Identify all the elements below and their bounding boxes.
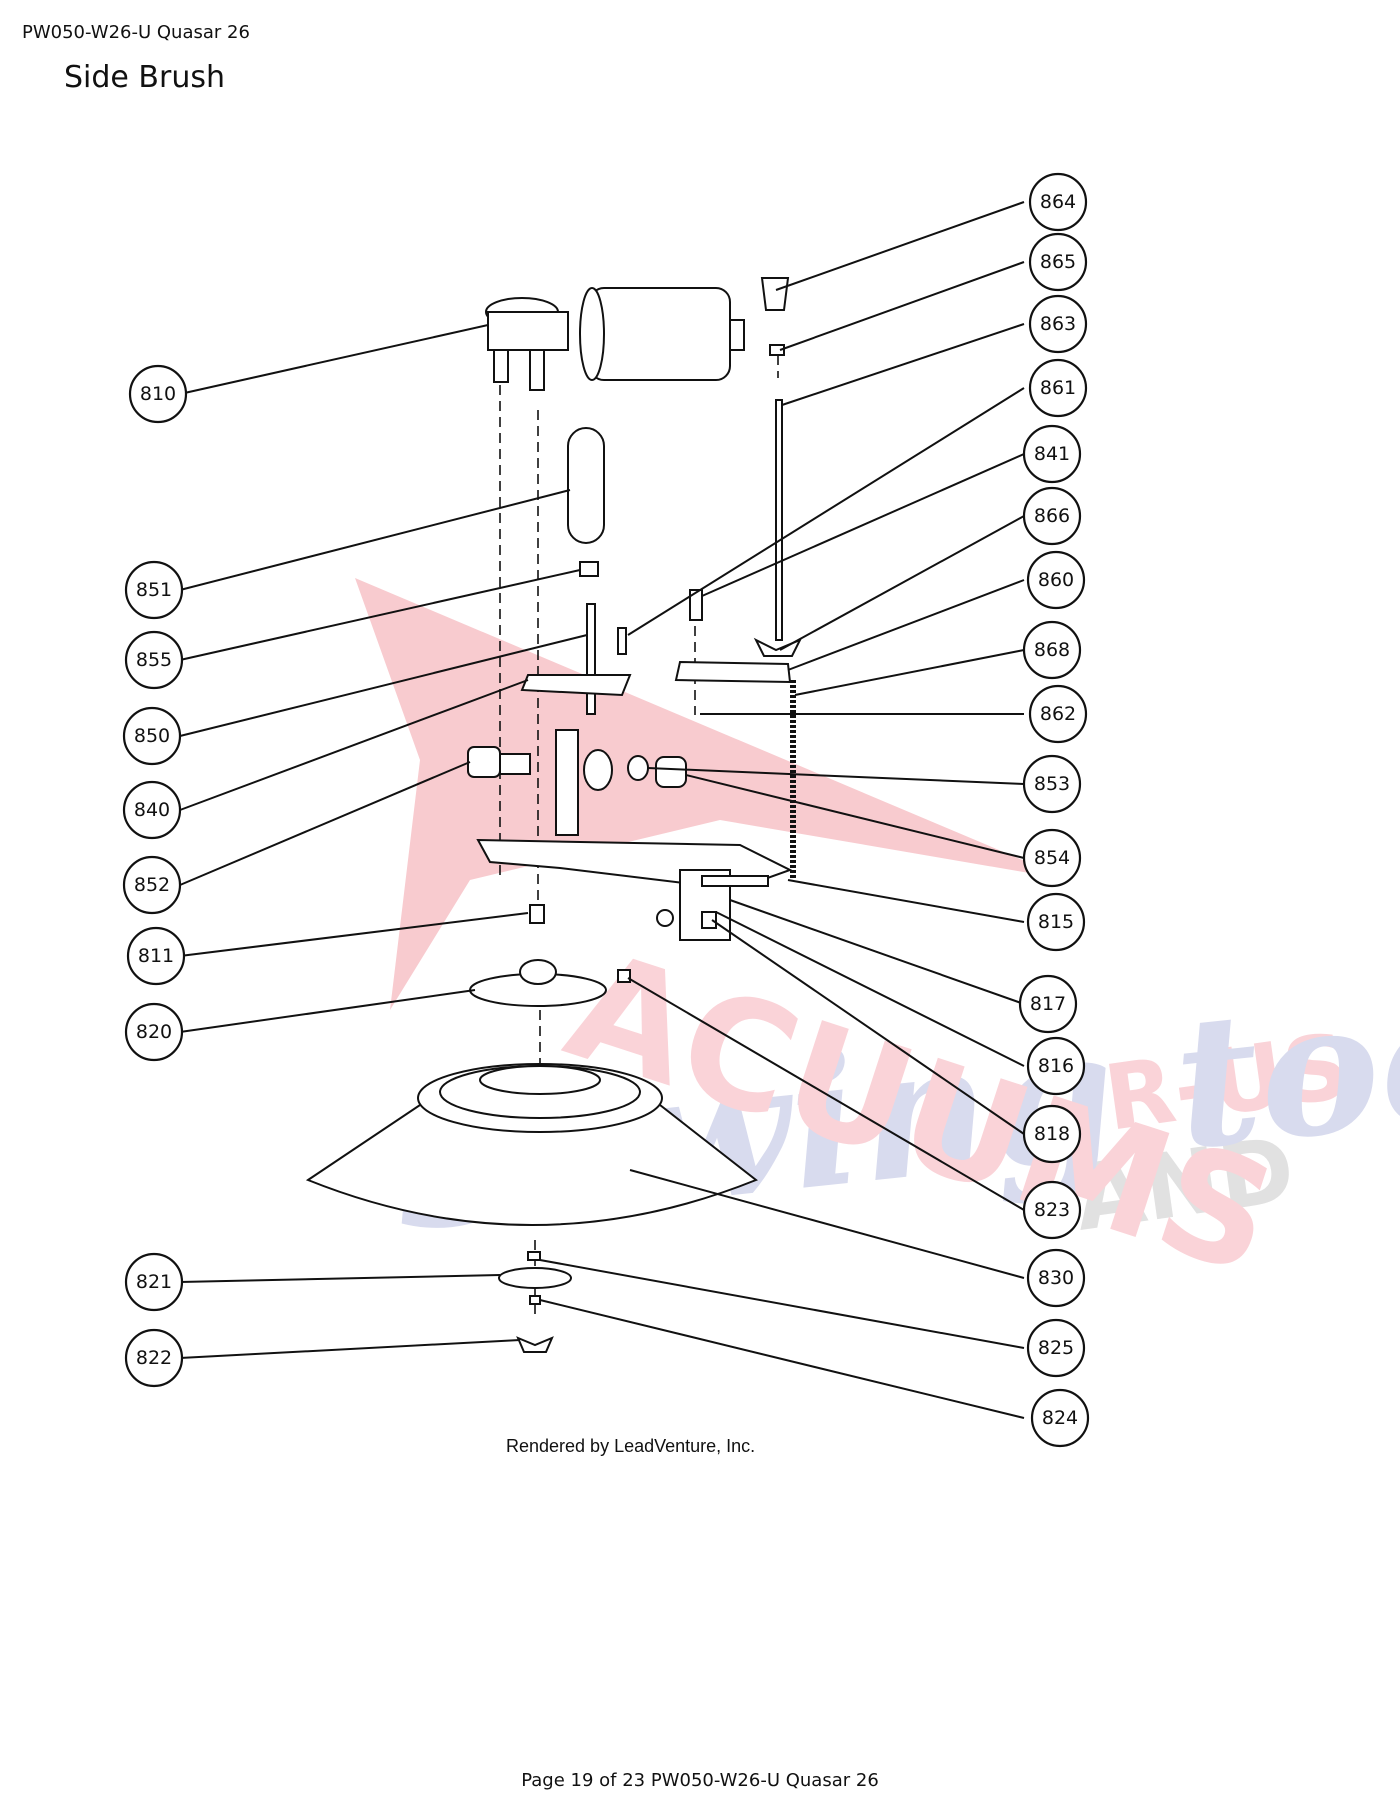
callout-label: 854 (1034, 847, 1070, 869)
callout-label: 840 (134, 799, 170, 821)
callout-label: 821 (136, 1271, 172, 1293)
callout-823: 823 (1022, 1180, 1082, 1240)
callout-label: 811 (138, 945, 174, 967)
callout-855: 855 (124, 630, 184, 690)
callout-811: 811 (126, 926, 186, 986)
callout-810: 810 (128, 364, 188, 424)
callout-label: 822 (136, 1347, 172, 1369)
callout-label: 866 (1034, 505, 1070, 527)
callout-label: 861 (1040, 377, 1076, 399)
callout-865: 865 (1028, 232, 1088, 292)
callout-label: 862 (1040, 703, 1076, 725)
callout-861: 861 (1028, 358, 1088, 418)
callout-822: 822 (124, 1328, 184, 1388)
callout-label: 818 (1034, 1123, 1070, 1145)
callout-label: 841 (1034, 443, 1070, 465)
callout-821: 821 (124, 1252, 184, 1312)
callout-label: 850 (134, 725, 170, 747)
motor-assembly (485, 287, 745, 391)
callout-864: 864 (1028, 172, 1088, 232)
callout-label: 830 (1038, 1267, 1074, 1289)
page-title: Side Brush (64, 60, 225, 95)
callout-817: 817 (1018, 974, 1078, 1034)
callout-854: 854 (1022, 828, 1082, 888)
callout-label: 825 (1038, 1337, 1074, 1359)
callout-866: 866 (1022, 486, 1082, 546)
callout-label: 823 (1034, 1199, 1070, 1221)
callout-label: 820 (136, 1021, 172, 1043)
page-footer: Page 19 of 23 PW050-W26-U Quasar 26 (521, 1770, 879, 1791)
callout-863: 863 (1028, 294, 1088, 354)
callout-851: 851 (124, 560, 184, 620)
callout-841: 841 (1022, 424, 1082, 484)
side-brush-disk (305, 1063, 758, 1226)
callout-853: 853 (1022, 754, 1082, 814)
callout-816: 816 (1026, 1036, 1086, 1096)
callout-862: 862 (1028, 684, 1088, 744)
callout-830: 830 (1026, 1248, 1086, 1308)
document-code: PW050-W26-U Quasar 26 (22, 22, 250, 43)
callout-840: 840 (122, 780, 182, 840)
callout-label: 864 (1040, 191, 1076, 213)
callout-label: 855 (136, 649, 172, 671)
callout-label: 817 (1030, 993, 1066, 1015)
callout-label: 868 (1034, 639, 1070, 661)
callout-825: 825 (1026, 1318, 1086, 1378)
callout-label: 863 (1040, 313, 1076, 335)
callout-820: 820 (124, 1002, 184, 1062)
callout-815: 815 (1026, 892, 1086, 952)
render-credit: Rendered by LeadVenture, Inc. (506, 1436, 755, 1456)
callout-852: 852 (122, 855, 182, 915)
leader-lines (179, 201, 1025, 1419)
callout-label: 824 (1042, 1407, 1078, 1429)
main-plate (476, 838, 793, 941)
callout-label: 815 (1038, 911, 1074, 933)
callout-850: 850 (122, 706, 182, 766)
callout-label: 810 (140, 383, 176, 405)
callout-label: 860 (1038, 569, 1074, 591)
callout-label: 852 (134, 874, 170, 896)
callout-label: 816 (1038, 1055, 1074, 1077)
callout-824: 824 (1030, 1388, 1090, 1448)
callout-label: 851 (136, 579, 172, 601)
callout-label: 853 (1034, 773, 1070, 795)
callout-818: 818 (1022, 1104, 1082, 1164)
callout-label: 865 (1040, 251, 1076, 273)
callout-860: 860 (1026, 550, 1086, 610)
callout-868: 868 (1022, 620, 1082, 680)
